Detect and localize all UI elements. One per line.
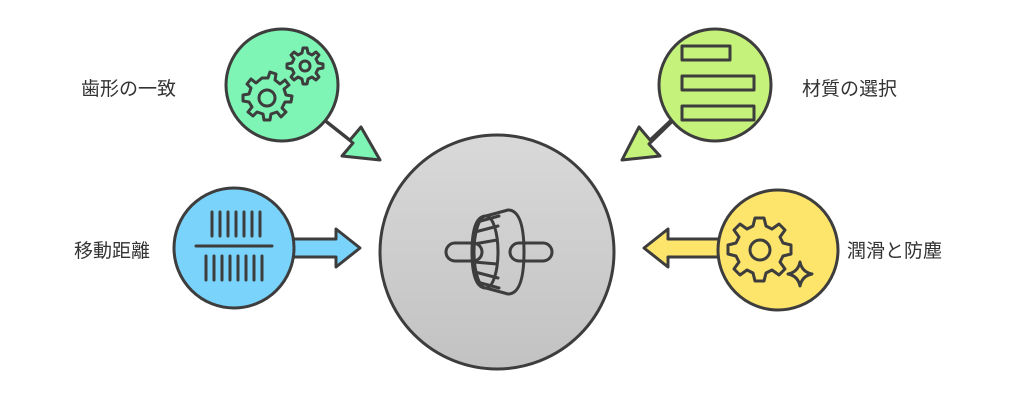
factor-material	[620, 27, 773, 162]
distance-circle	[172, 186, 296, 310]
center-gear	[378, 133, 616, 371]
label-distance: 移動距離	[74, 240, 151, 262]
gear-sparkle-icon	[726, 216, 814, 288]
tooth-profile-circle	[224, 27, 340, 143]
gears-icon	[241, 46, 325, 122]
lubrication-circle	[716, 188, 840, 312]
arrow-distance	[284, 227, 362, 269]
factor-lubrication	[642, 188, 840, 312]
material-circle	[657, 27, 773, 143]
label-lubrication: 潤滑と防塵	[847, 240, 943, 262]
label-tooth-profile: 歯形の一致	[81, 78, 177, 100]
gear-wheel-icon	[444, 208, 554, 296]
list-bars-icon	[680, 44, 756, 122]
measure-lines-icon	[194, 210, 274, 282]
factor-distance	[172, 186, 362, 310]
factor-tooth-profile	[224, 27, 382, 162]
label-material: 材質の選択	[802, 78, 898, 100]
arrow-lubrication	[642, 227, 722, 269]
